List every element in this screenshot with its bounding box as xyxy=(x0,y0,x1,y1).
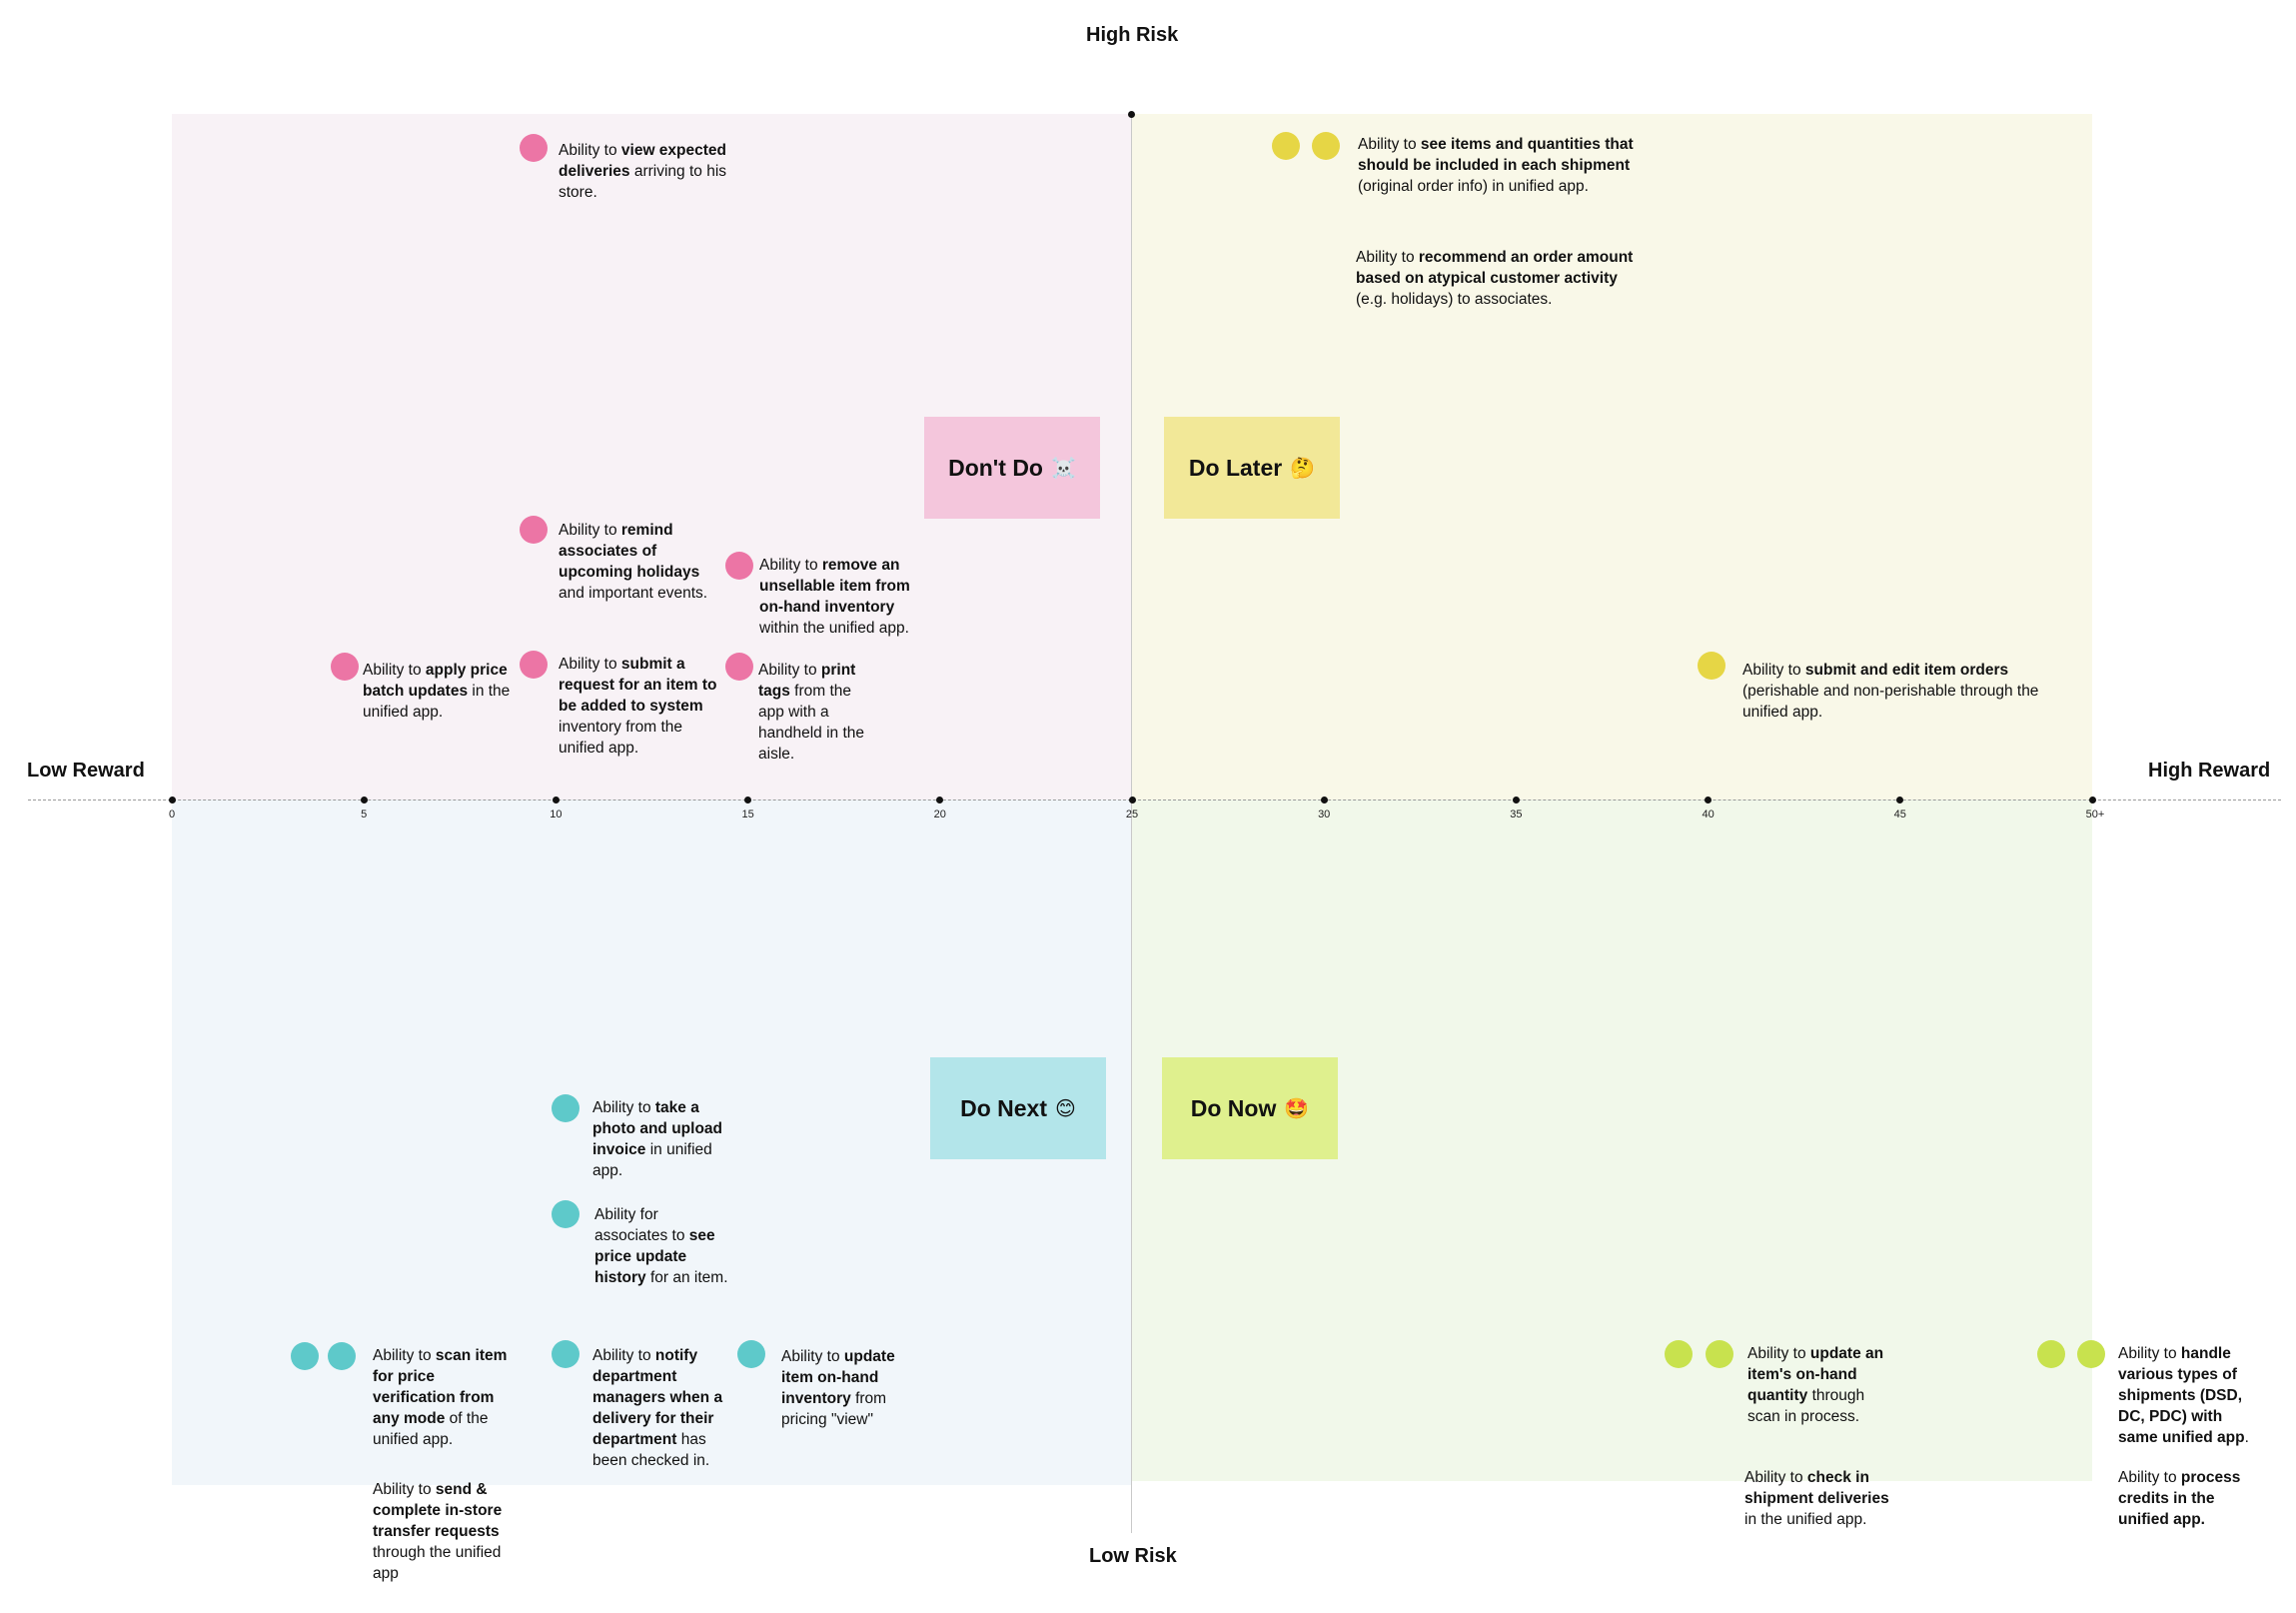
reward-axis-tick-label: 10 xyxy=(550,808,563,820)
note-print-tags: Ability to print tags from the app with … xyxy=(758,662,865,763)
dont-do-dot xyxy=(331,653,359,681)
skull-icon: ☠️ xyxy=(1050,457,1076,480)
note-check-in-shipments: Ability to check in shipment deliveries … xyxy=(1744,1469,1889,1528)
do-now-dot xyxy=(2037,1340,2065,1368)
reward-axis-tick xyxy=(552,796,560,804)
note-in-store-transfer: Ability to send & complete in-store tran… xyxy=(373,1481,503,1582)
note-submit-edit-orders: Ability to submit and edit item orders (… xyxy=(1742,662,2039,721)
thinking-face-icon: 🤔 xyxy=(1290,457,1316,480)
do-next-dot xyxy=(552,1340,579,1368)
note-apply-price-batch: Ability to apply price batch updates in … xyxy=(363,662,511,721)
do-next-dot xyxy=(737,1340,765,1368)
risk-axis xyxy=(1131,114,1132,1533)
do-next-dot xyxy=(328,1342,356,1370)
note-scan-price-verification: Ability to scan item for price verificat… xyxy=(373,1347,508,1448)
category-do-later: Do Later 🤔 xyxy=(1164,417,1340,519)
reward-axis-tick-label: 5 xyxy=(361,808,368,820)
do-later-dot xyxy=(1272,132,1300,160)
reward-axis-tick-label: 30 xyxy=(1318,808,1331,820)
axis-label-high-reward: High Reward xyxy=(2148,760,2271,782)
do-now-dot xyxy=(2077,1340,2105,1368)
dont-do-dot xyxy=(520,134,548,162)
do-next-dot xyxy=(291,1342,319,1370)
reward-axis-tick-label: 15 xyxy=(741,808,754,820)
axis-label-high-risk: High Risk xyxy=(1086,24,1179,46)
reward-axis-tick xyxy=(744,796,752,804)
reward-axis-tick-label: 20 xyxy=(933,808,946,820)
reward-axis-tick-label: 0 xyxy=(168,808,176,820)
category-do-next-label: Do Next xyxy=(960,1094,1048,1121)
category-dont-do-label: Don't Do xyxy=(948,454,1043,481)
category-do-next: Do Next 😊 xyxy=(930,1057,1106,1159)
do-now-dot xyxy=(1706,1340,1733,1368)
smiling-face-icon: 😊 xyxy=(1055,1097,1076,1120)
reward-axis-tick xyxy=(360,796,368,804)
note-update-on-hand-quantity: Ability to update an item's on-hand quan… xyxy=(1747,1345,1884,1425)
note-submit-request-item: Ability to submit a request for an item … xyxy=(559,656,717,757)
reward-axis-tick xyxy=(1705,796,1713,804)
do-next-dot xyxy=(552,1200,579,1228)
reward-axis-tick-label: 50+ xyxy=(2085,808,2105,820)
note-notify-department-managers: Ability to notify department managers wh… xyxy=(592,1347,723,1469)
do-later-dot xyxy=(1312,132,1340,160)
note-price-update-history: Ability for associates to see price upda… xyxy=(594,1206,728,1286)
category-do-later-label: Do Later xyxy=(1188,454,1283,481)
reward-axis-tick xyxy=(936,796,944,804)
category-dont-do: Don't Do ☠️ xyxy=(924,417,1100,519)
reward-axis xyxy=(28,800,2281,801)
note-handle-shipment-types: Ability to handle various types of shipm… xyxy=(2118,1345,2249,1446)
note-update-item-inventory: Ability to update item on-hand inventory… xyxy=(781,1348,895,1428)
dont-do-dot xyxy=(725,552,753,580)
risk-axis-top-marker xyxy=(1128,111,1135,118)
dont-do-dot xyxy=(520,651,548,679)
reward-axis-tick xyxy=(168,796,176,804)
do-later-dot xyxy=(1698,652,1725,680)
reward-axis-tick-label: 25 xyxy=(1125,808,1139,820)
note-remind-holidays: Ability to remind associates of upcoming… xyxy=(559,522,708,602)
reward-axis-tick xyxy=(1320,796,1328,804)
note-view-expected-deliveries: Ability to view expected deliveries arri… xyxy=(559,142,727,201)
note-recommend-order-amount: Ability to recommend an order amount bas… xyxy=(1356,249,1634,308)
reward-axis-tick-label: 45 xyxy=(1893,808,1906,820)
note-see-items-quantities: Ability to see items and quantities that… xyxy=(1358,136,1634,195)
do-next-dot xyxy=(552,1094,579,1122)
reward-axis-tick-label: 35 xyxy=(1510,808,1523,820)
reward-axis-tick xyxy=(1896,796,1904,804)
reward-axis-tick xyxy=(1512,796,1520,804)
axis-label-low-risk: Low Risk xyxy=(1089,1545,1177,1567)
category-do-now: Do Now 🤩 xyxy=(1162,1057,1338,1159)
star-struck-face-icon: 🤩 xyxy=(1284,1097,1310,1120)
axis-label-low-reward: Low Reward xyxy=(27,760,145,782)
reward-axis-tick xyxy=(1128,796,1136,804)
category-do-now-label: Do Now xyxy=(1190,1094,1277,1121)
do-now-dot xyxy=(1665,1340,1693,1368)
note-process-credits: Ability to process credits in the unifie… xyxy=(2118,1469,2241,1528)
note-remove-unsellable-item: Ability to remove an unsellable item fro… xyxy=(759,557,910,637)
dont-do-dot xyxy=(725,653,753,681)
reward-axis-tick-label: 40 xyxy=(1702,808,1715,820)
note-photo-upload-invoice: Ability to take a photo and upload invoi… xyxy=(592,1099,723,1179)
dont-do-dot xyxy=(520,516,548,544)
reward-axis-tick xyxy=(2088,796,2096,804)
